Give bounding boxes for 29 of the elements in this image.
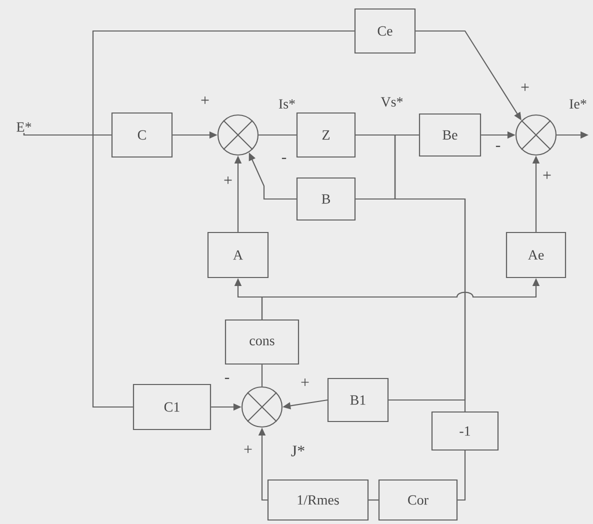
block-box: cons	[224, 319, 300, 365]
signal-label: Ie*	[568, 98, 588, 110]
sign-label: J*	[291, 446, 304, 456]
summing-junction	[515, 114, 557, 156]
signal-label: E*	[16, 122, 32, 132]
block-box: C	[111, 112, 173, 158]
sign-label: +	[224, 176, 232, 184]
sign-label: +	[201, 96, 209, 104]
block-box: Ce	[354, 8, 416, 54]
summing-junction	[217, 114, 259, 156]
sign-label: -	[224, 378, 230, 380]
sign-label: +	[543, 171, 551, 179]
block-box: C1	[132, 384, 212, 430]
sign-label: +	[521, 83, 529, 91]
sign-label: +	[244, 446, 252, 453]
block-box: B1	[327, 378, 389, 422]
block-box: A	[207, 232, 269, 278]
sign-label: -	[496, 146, 500, 148]
sign-label: +	[301, 378, 309, 386]
block-box: 1/Rmes	[267, 479, 369, 521]
block-box: Ae	[506, 232, 566, 278]
summing-junction	[241, 386, 283, 428]
block-box: Cor	[378, 479, 458, 521]
block-box: B	[296, 177, 356, 221]
signal-label: Vs*	[380, 96, 404, 108]
sign-label: -	[282, 158, 286, 160]
block-box: Z	[296, 112, 356, 158]
block-box: -1	[431, 411, 499, 451]
block-box: Be	[418, 113, 482, 157]
